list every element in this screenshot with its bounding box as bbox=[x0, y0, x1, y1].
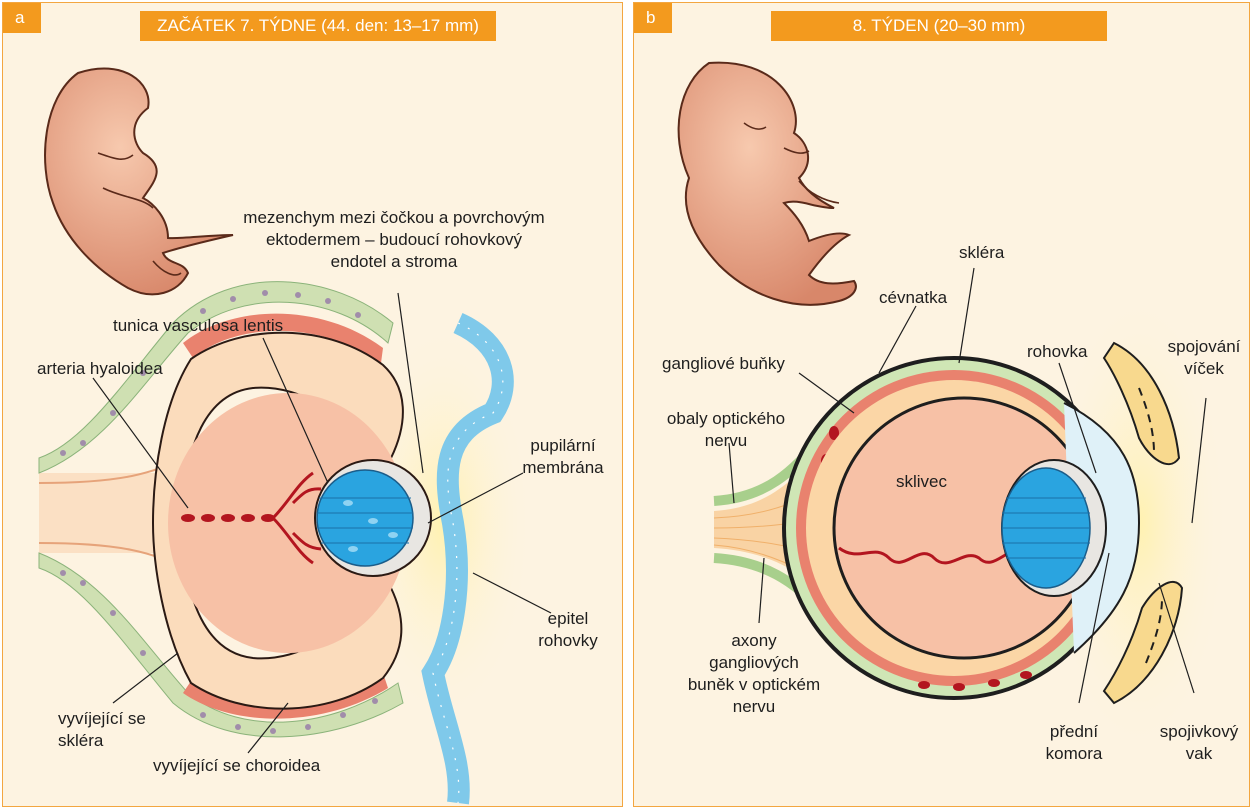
label-developing-choroid: vyvíjející se choroidea bbox=[153, 755, 320, 777]
label-ganglion-cells: gangliové buňky bbox=[662, 353, 785, 375]
leader-sclera-b bbox=[959, 268, 974, 363]
label-corneal-epithelium: epitel rohovky bbox=[533, 608, 603, 652]
panel-b-letter: b bbox=[634, 3, 672, 33]
panel-a-illustration bbox=[3, 3, 623, 807]
lens-a bbox=[315, 460, 431, 576]
lens-b bbox=[1002, 460, 1106, 596]
panel-b-title: 8. TÝDEN (20–30 mm) bbox=[771, 11, 1107, 41]
label-vitreous: sklivec bbox=[896, 471, 947, 493]
embryo-a bbox=[45, 68, 233, 294]
panel-a-title: ZAČÁTEK 7. TÝDNE (44. den: 13–17 mm) bbox=[140, 11, 496, 41]
label-cornea-b: rohovka bbox=[1027, 341, 1087, 363]
label-ganglion-axons: axony gangliových buněk v optickém nervu bbox=[674, 630, 834, 718]
label-tunica-vasculosa: tunica vasculosa lentis bbox=[113, 315, 283, 337]
panel-b: b 8. TÝDEN (20–30 mm) skléra cévnatka ga… bbox=[633, 2, 1250, 807]
label-optic-nerve-sheaths: obaly optického nervu bbox=[656, 408, 796, 452]
label-pupillary-membrane: pupilární membrána bbox=[513, 435, 613, 479]
label-sclera-b: skléra bbox=[959, 242, 1004, 264]
label-eyelid-fusion: spojování víček bbox=[1162, 336, 1246, 380]
label-conjunctival-sac: spojivkový vak bbox=[1154, 721, 1244, 765]
panel-a-letter: a bbox=[3, 3, 41, 33]
leader-ganglion bbox=[799, 373, 854, 413]
label-mesenchyme: mezenchym mezi čočkou a povrchovým ektod… bbox=[229, 207, 559, 273]
label-anterior-chamber: přední komora bbox=[1039, 721, 1109, 765]
label-choroid-b: cévnatka bbox=[879, 287, 947, 309]
embryo-b bbox=[679, 63, 856, 305]
label-arteria-hyaloidea: arteria hyaloidea bbox=[37, 358, 163, 380]
label-developing-sclera: vyvíjející se skléra bbox=[58, 708, 146, 752]
panel-a: a ZAČÁTEK 7. TÝDNE (44. den: 13–17 mm) m… bbox=[2, 2, 623, 807]
